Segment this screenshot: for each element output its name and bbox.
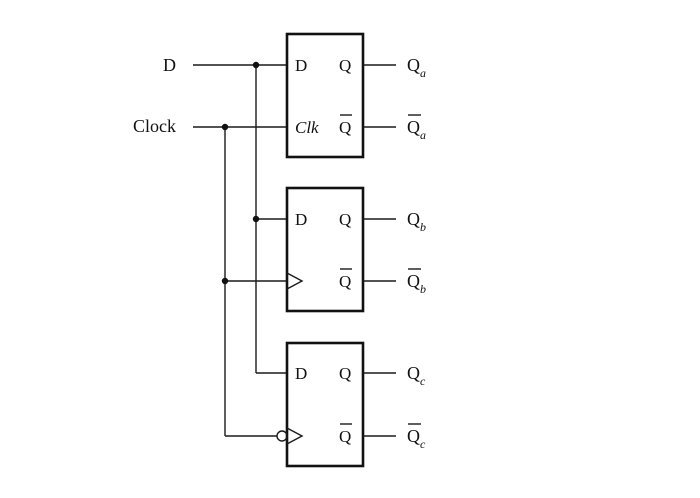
flipflop-a-q-pin: Q xyxy=(339,56,351,75)
output-qb-subscript: b xyxy=(420,220,426,234)
output-qb-label: Qb xyxy=(407,209,426,234)
output-qc-bar-main: Q xyxy=(407,426,420,446)
output-qc-label: Qc xyxy=(407,363,426,388)
flipflop-b-q-pin: Q xyxy=(339,210,351,229)
flipflop-a-qbar-pin: Q xyxy=(339,118,351,137)
clock-junction-top xyxy=(221,123,229,131)
output-qa-bar-label: Qa xyxy=(407,117,426,142)
output-qa-label: Qa xyxy=(407,55,426,80)
flipflop-c-body xyxy=(285,341,365,468)
output-qb-bar-subscript: b xyxy=(420,282,426,296)
flipflop-b-body xyxy=(285,186,365,313)
flipflop-a-d-pin: D xyxy=(295,56,307,75)
output-qa-subscript: a xyxy=(420,66,426,80)
flipflop-c-clock-triangle-icon xyxy=(286,427,304,445)
d-junction-mid xyxy=(252,215,260,223)
output-qa-bar-main: Q xyxy=(407,117,420,137)
flipflop-c-q-pin: Q xyxy=(339,364,351,383)
output-qc-bar-label: Qc xyxy=(407,426,426,451)
output-qc-main: Q xyxy=(407,363,420,383)
output-qc-bar-subscript: c xyxy=(420,437,426,451)
flipflop-a-body xyxy=(285,32,365,159)
flipflop-b: D Q Q Qb Qb xyxy=(285,186,426,313)
flipflop-a: D Q Clk Q Qa Qa xyxy=(285,32,426,159)
clock-junction-mid xyxy=(221,277,229,285)
output-qb-bar-main: Q xyxy=(407,271,420,291)
output-qb-main: Q xyxy=(407,209,420,229)
flipflop-b-d-pin: D xyxy=(295,210,307,229)
output-qa-main: Q xyxy=(407,55,420,75)
flipflop-c-d-pin: D xyxy=(295,364,307,383)
d-input-label: D xyxy=(163,55,176,75)
clock-input-label: Clock xyxy=(133,116,176,136)
output-qa-bar-subscript: a xyxy=(420,128,426,142)
flipflop-b-qbar-pin: Q xyxy=(339,272,351,291)
flipflop-c: D Q Q Qc Qc xyxy=(276,341,426,468)
input-wires xyxy=(193,61,287,437)
d-junction-top xyxy=(252,61,260,69)
output-qb-bar-label: Qb xyxy=(407,271,426,296)
flipflop-c-qbar-pin: Q xyxy=(339,427,351,446)
flipflop-b-clock-triangle-icon xyxy=(286,272,304,290)
flipflop-a-clk-pin: Clk xyxy=(295,118,319,137)
output-qc-subscript: c xyxy=(420,374,426,388)
flipflop-c-inversion-bubble-icon xyxy=(276,430,288,442)
